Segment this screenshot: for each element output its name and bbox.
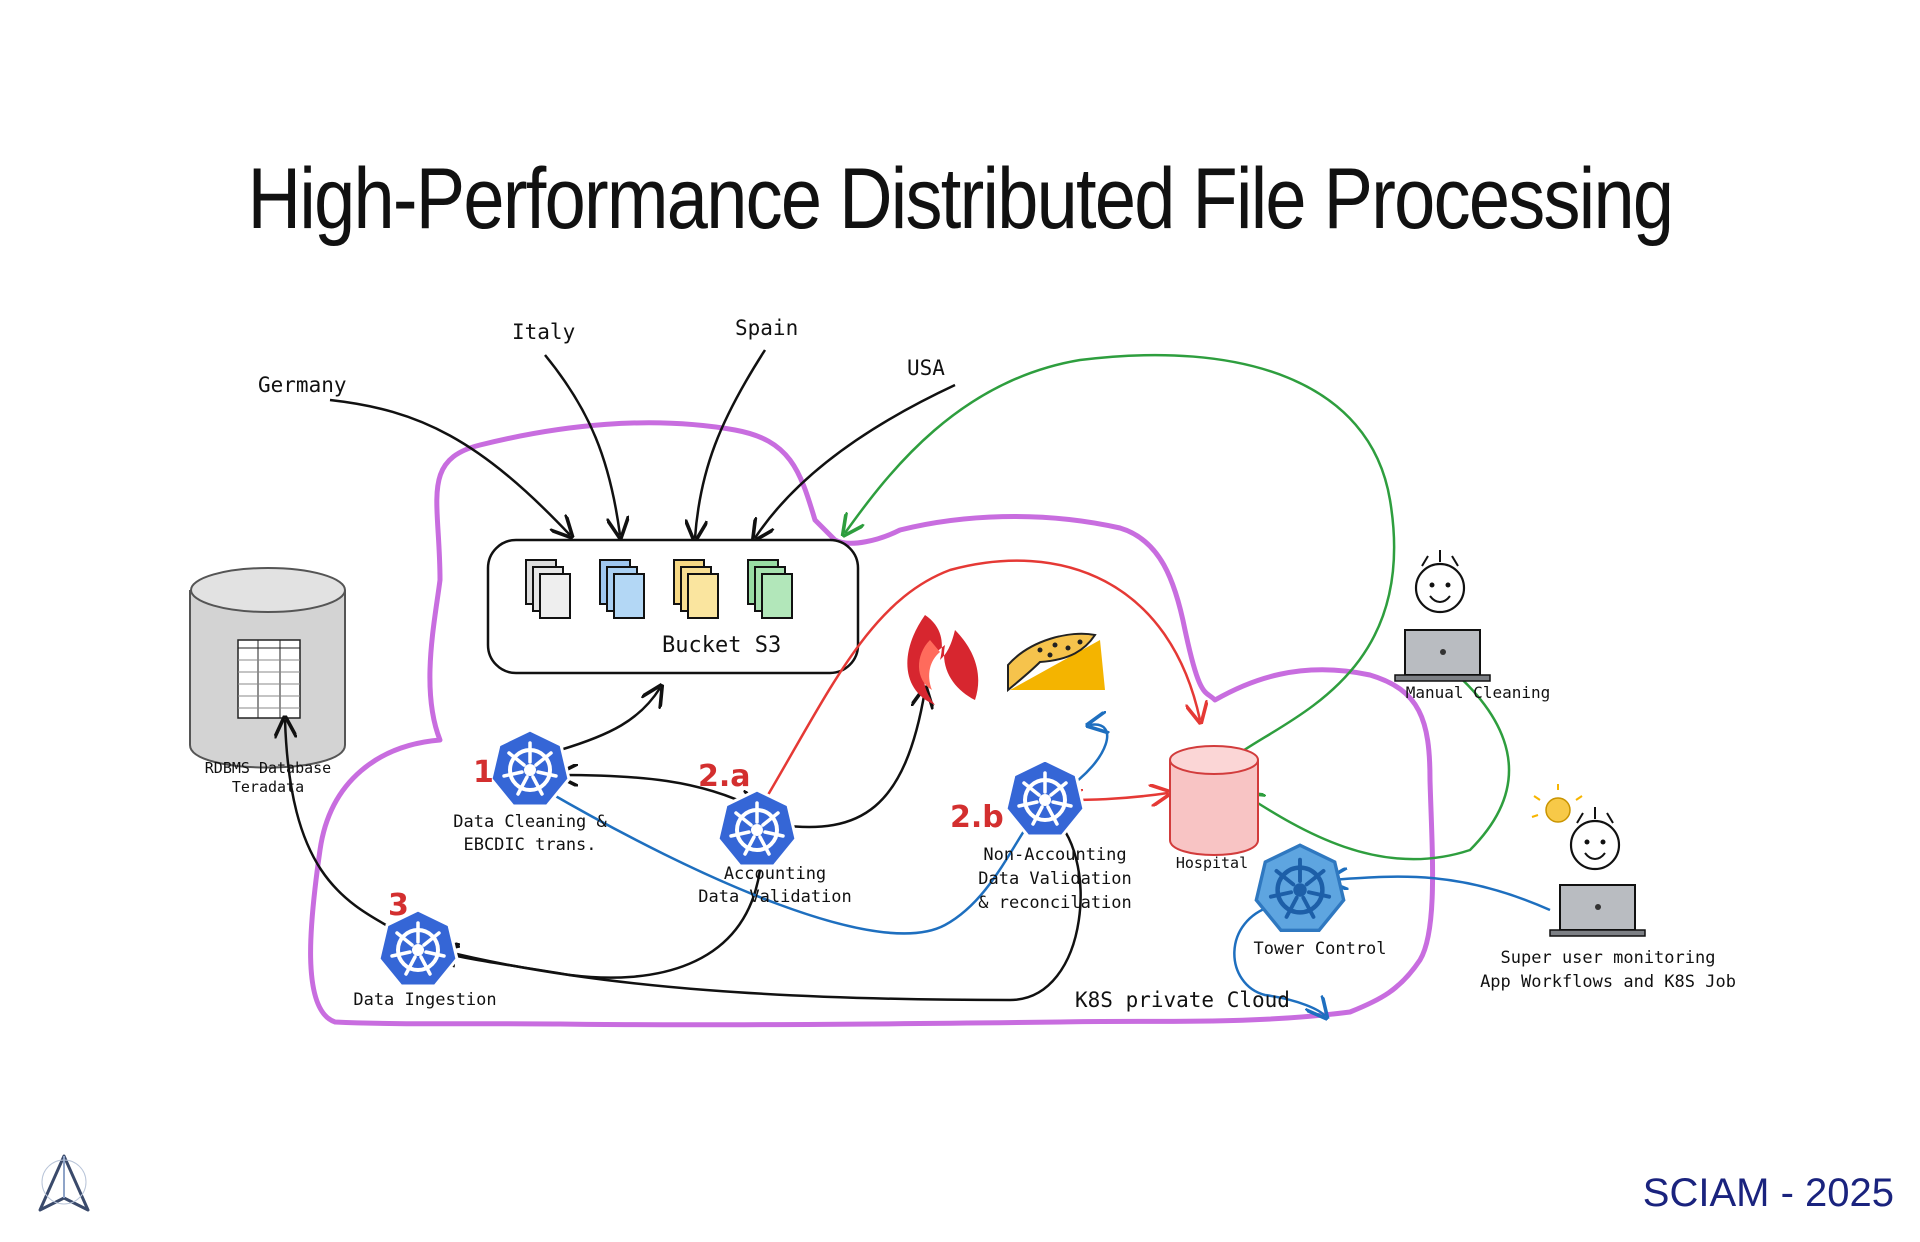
step2b-number: 2.b xyxy=(950,800,1004,835)
hospital-node[interactable]: Hospital xyxy=(1169,745,1259,872)
arrow-spain-bucket xyxy=(695,349,767,538)
cloud-label: K8S private Cloud xyxy=(1075,988,1290,1012)
arrow-italy-bucket xyxy=(544,354,620,535)
hospital-label: Hospital xyxy=(1176,854,1248,872)
super-user-label-line1: Super user monitoring xyxy=(1501,948,1716,968)
file-stack-icon xyxy=(599,559,645,619)
cheetah-logo-icon xyxy=(1007,632,1105,693)
super-user-label-line2: App Workflows and K8S Job xyxy=(1480,972,1736,992)
step1-label-line2: EBCDIC trans. xyxy=(463,835,596,855)
arrow-usa-bucket xyxy=(755,383,956,538)
arrow-step2b-step3 xyxy=(440,813,1082,1002)
step2a-node[interactable]: 2.a Accounting Data Validation xyxy=(698,759,852,907)
source-arrows xyxy=(329,349,956,538)
step3-node[interactable]: 3 Data Ingestion xyxy=(353,888,496,1010)
flame-logo-icon xyxy=(907,615,979,705)
step3-number: 3 xyxy=(388,888,409,923)
file-stack-icon xyxy=(673,559,719,619)
arrow-step1-bucket xyxy=(559,688,660,752)
step1-node[interactable]: 1 Data Cleaning & EBCDIC trans. xyxy=(453,728,608,855)
source-italy: Italy xyxy=(512,320,575,344)
arrow-superuser-tower xyxy=(1330,877,1551,912)
arrow-step1-step2b xyxy=(544,788,1050,935)
laptop-icon xyxy=(1394,629,1491,682)
footer-label: SCIAM - 2025 xyxy=(1642,1171,1894,1215)
kubernetes-icon xyxy=(1268,857,1332,919)
step2a-label-line2: Data Validation xyxy=(698,887,852,907)
arrow-step1-step2a xyxy=(560,775,755,808)
source-spain: Spain xyxy=(735,316,798,340)
arrow-step2a-flame xyxy=(779,690,925,829)
bucket-s3[interactable]: Bucket S3 xyxy=(486,538,860,675)
step2a-number: 2.a xyxy=(698,759,751,794)
file-stack-icon xyxy=(747,559,793,619)
laptop-icon xyxy=(1549,884,1646,937)
source-germany: Germany xyxy=(258,373,347,397)
bucket-label: Bucket S3 xyxy=(662,633,781,658)
database-label-line1: RDBMS Database xyxy=(205,759,331,777)
kubernetes-icon xyxy=(1004,758,1086,838)
tower-control-label: Tower Control xyxy=(1253,939,1386,959)
database-label-line2: Teradata xyxy=(232,778,304,796)
table-icon xyxy=(237,639,301,719)
step3-label-line1: Data Ingestion xyxy=(353,990,496,1010)
step2b-label-line2: Data Validation xyxy=(978,869,1132,889)
file-stack-icon xyxy=(525,559,571,619)
sciam-logo-icon xyxy=(38,1154,90,1212)
manual-cleaning-label: Manual Cleaning xyxy=(1406,683,1551,702)
arrow-germany-bucket xyxy=(329,398,570,535)
rdbms-database[interactable]: RDBMS Database Teradata xyxy=(189,567,346,796)
step1-label-line1: Data Cleaning & xyxy=(453,812,607,832)
step2b-node[interactable]: 2.b Non-Accounting Data Validation & rec… xyxy=(950,758,1132,913)
lightbulb-icon xyxy=(1531,784,1583,823)
arrow-tower-cloud xyxy=(1233,903,1325,1016)
step2b-label-line1: Non-Accounting xyxy=(983,845,1126,865)
source-usa: USA xyxy=(907,356,945,380)
arrow-hospital-bucket xyxy=(845,353,1396,761)
step1-number: 1 xyxy=(473,755,494,790)
kubernetes-icon xyxy=(489,728,571,808)
super-user[interactable]: Super user monitoring App Workflows and … xyxy=(1480,784,1736,992)
tower-control-node[interactable]: Tower Control xyxy=(1253,843,1387,959)
arrow-manual-hospital xyxy=(1245,659,1511,861)
slide-title: High-Performance Distributed File Proces… xyxy=(247,151,1674,247)
step2b-label-line3: & reconcilation xyxy=(978,893,1132,913)
k8s-cloud-outline xyxy=(308,420,1436,1028)
kubernetes-icon xyxy=(716,788,798,868)
arrow-step3-database xyxy=(285,720,396,932)
arrow-step2a-hospital xyxy=(763,559,1200,801)
step2a-label-line1: Accounting xyxy=(724,864,826,884)
manual-cleaning-user[interactable]: Manual Cleaning xyxy=(1394,550,1551,702)
